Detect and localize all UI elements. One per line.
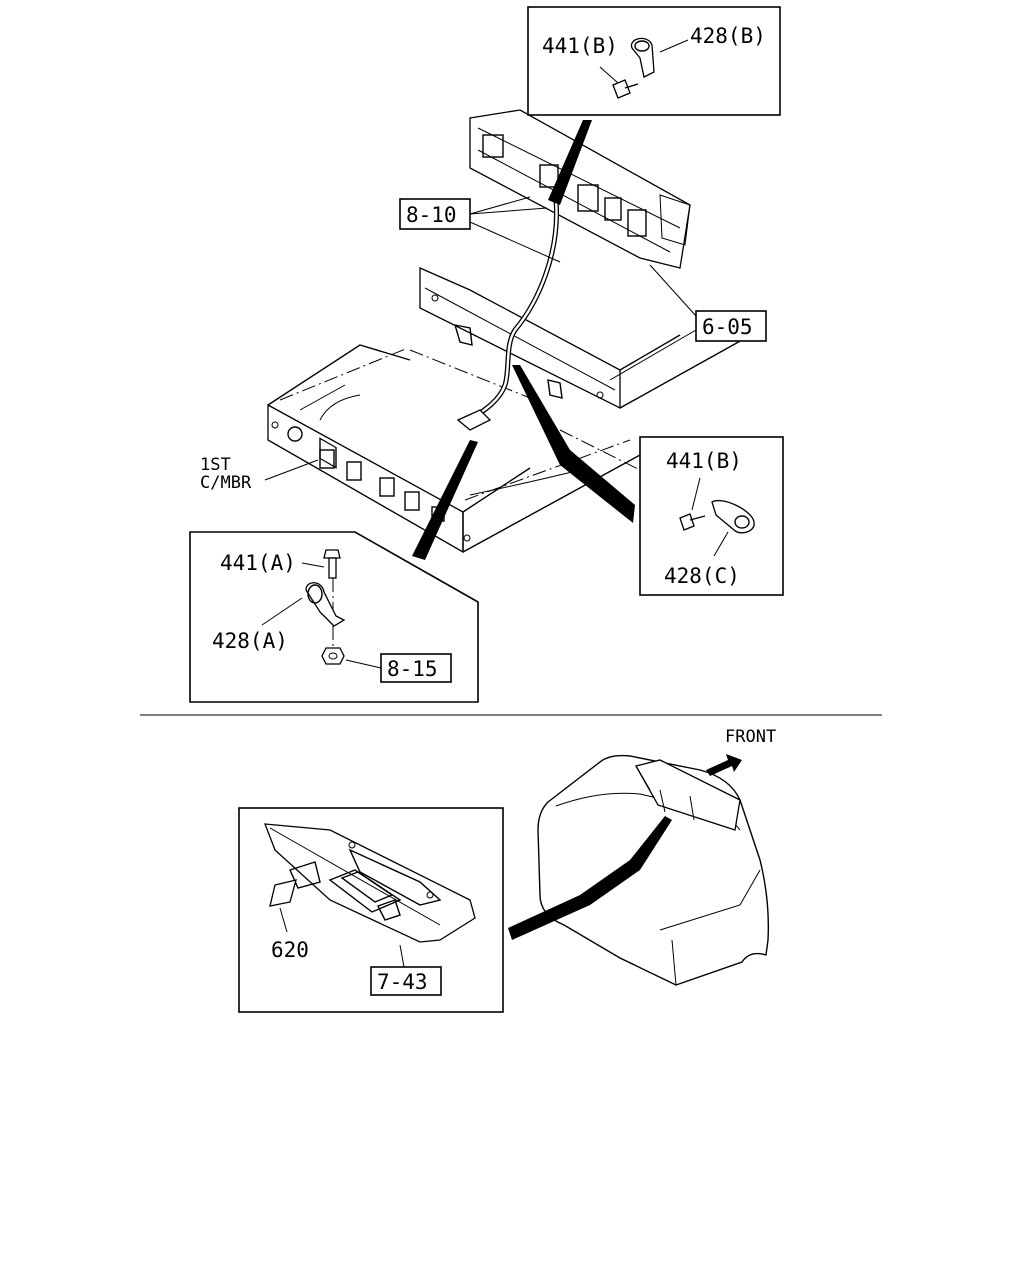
top-clamp-label: 428(B) [690,24,766,48]
front-label: FRONT [725,727,776,747]
frame-rail-lines [409,349,641,471]
first-crossmember [267,344,641,554]
cover-part-label: 620 [271,938,309,962]
front-arrow-icon [706,754,742,776]
ref-8-10: 8-10 [399,196,561,263]
detail-box-top: 441(B) 428(B) [527,6,781,116]
top-bolt-label: 441(B) [542,34,618,58]
leader-arcs [412,120,635,560]
left-bolt-label: 441(A) [220,551,296,575]
brake-pipe [456,199,560,431]
cab-leader-arc [508,816,672,940]
right-clamp-label: 428(C) [664,564,740,588]
ref-6-05: 6-05 [609,264,767,381]
cab-outline [537,754,769,986]
detail-box-lower: 620 7-43 [238,807,504,1013]
detail-box-left: 441(A) 428(A) 8-15 [189,531,479,703]
ref-8-10-text: 8-10 [406,203,457,227]
crossmember-label: 1ST C/MBR [200,455,319,493]
ref-8-15-text: 8-15 [387,657,438,681]
radiator-upper-support [469,109,691,269]
crossmember-label-line1: 1ST [200,455,231,475]
front-indicator: FRONT [706,727,776,776]
ref-7-43-text: 7-43 [377,970,428,994]
detail-box-right: 441(B) 428(C) [639,436,784,596]
crossmember-label-line2: C/MBR [200,473,252,493]
left-clamp-label: 428(A) [212,629,288,653]
right-bolt-label: 441(B) [666,449,742,473]
ref-6-05-text: 6-05 [702,315,753,339]
front-lower-bracket [419,267,761,410]
